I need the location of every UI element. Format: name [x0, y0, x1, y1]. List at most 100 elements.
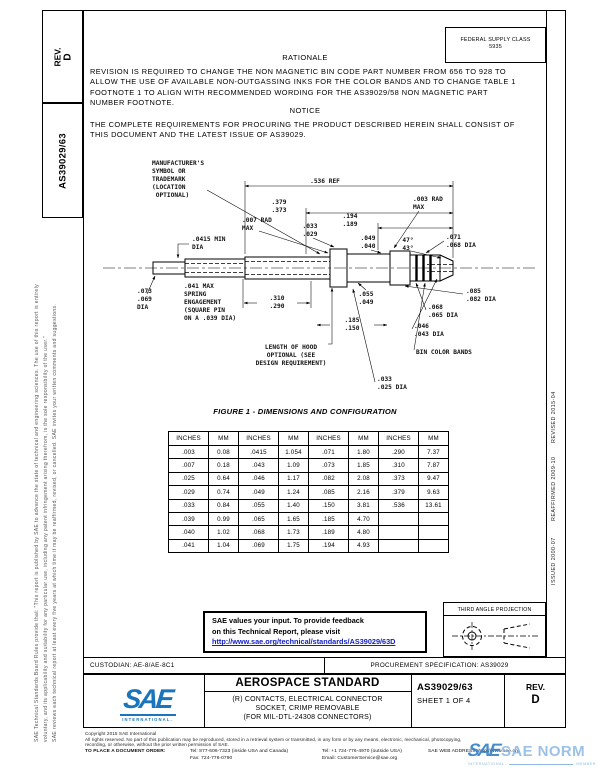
- dim-table-cell: 7.37: [418, 444, 449, 460]
- dim-table-cell: 0.99: [208, 511, 239, 527]
- watermark-sae-icon: SAE: [466, 740, 501, 760]
- dim-table-cell: 1.40: [278, 498, 309, 513]
- watermark-subtext-1: INTERNATIONAL.: [468, 762, 507, 766]
- dim-table-cell: 9.47: [418, 471, 449, 487]
- rev-tab-letter: D: [62, 52, 73, 61]
- email-address[interactable]: Email: CustomerService@sae.org: [322, 755, 398, 761]
- dim-table-cell: .069: [238, 538, 279, 554]
- dimension-label: .068.065 DIA: [428, 304, 458, 319]
- procurement-cell: PROCUREMENT SPECIFICATION: AS39029: [370, 662, 509, 669]
- sae-logo-wordmark: SAE: [121, 684, 174, 714]
- dimension-label: .310.290: [270, 295, 285, 310]
- sae-logo-bar: [119, 714, 176, 716]
- dim-table-cell: 0.74: [208, 485, 239, 500]
- feedback-link[interactable]: http://www.sae.org/technical/standards/A…: [212, 637, 396, 647]
- dim-table-cell: 1.09: [278, 458, 309, 473]
- third-angle-projection-label: THIRD ANGLE PROJECTION: [444, 603, 545, 616]
- watermark-subtext-2: MEMBER: [576, 762, 596, 766]
- dimension-label: .049.040: [361, 235, 376, 250]
- web-address[interactable]: SAE WEB ADDRESS: http://www.sae.org: [428, 749, 520, 754]
- dim-table-cell: .071: [308, 444, 349, 460]
- dim-table-cell: .055: [238, 498, 279, 513]
- dimension-label: .046.043 DIA: [414, 323, 444, 338]
- dim-table-cell: 1.73: [278, 525, 309, 540]
- dim-table-cell: [418, 525, 449, 540]
- dimension-label: .185.150: [345, 317, 360, 332]
- title-block-divider-1: [204, 675, 205, 727]
- dimension-label: .033.029: [303, 223, 318, 238]
- dim-table-cell: 2.08: [348, 471, 379, 487]
- dim-table-cell: .536: [378, 498, 419, 513]
- dim-table-cell: 7.87: [418, 458, 449, 473]
- notice-text: THE COMPLETE REQUIREMENTS FOR PROCURING …: [90, 120, 515, 140]
- dim-table-cell: 1.054: [278, 444, 309, 460]
- rationale-text: REVISION IS REQUIRED TO CHANGE THE NON M…: [90, 67, 516, 108]
- dim-table-cell: .025: [168, 471, 209, 487]
- standard-type: AEROSPACE STANDARD: [204, 675, 411, 692]
- dim-table-cell: .041: [168, 538, 209, 554]
- rev-tab-label: REV.: [52, 46, 62, 67]
- watermark-divider: [509, 763, 574, 765]
- dimension-label: .379.373: [272, 199, 287, 214]
- rev-tab: REV. D: [42, 10, 83, 103]
- title-block-divider-3: [504, 675, 505, 727]
- dim-table-cell: [418, 511, 449, 527]
- notice-heading: NOTICE: [289, 106, 321, 115]
- dim-table-header: MM: [208, 431, 239, 446]
- copyright-line1: Copyright 2015 SAE International: [85, 731, 157, 736]
- dim-table-cell: .046: [238, 471, 279, 487]
- dimension-label: .033.025 DIA: [377, 376, 407, 391]
- sae-norm-watermark: SAE SAE NORM INTERNATIONAL. MEMBER: [466, 740, 596, 766]
- dim-table-cell: .065: [238, 511, 279, 527]
- dim-table-cell: 13.61: [418, 498, 449, 513]
- dim-table-cell: .0415: [238, 444, 279, 460]
- title-block-divider-2: [411, 675, 412, 727]
- dim-table-cell: .194: [308, 538, 349, 554]
- dim-table-cell: 4.70: [348, 511, 379, 527]
- margin-disclaimer-1: SAE Technical Standards Board Rules prov…: [34, 284, 40, 742]
- dim-table-cell: .068: [238, 525, 279, 540]
- dim-table-header: MM: [348, 431, 379, 446]
- dim-table-cell: 1.85: [348, 458, 379, 473]
- dim-table-cell: 4.93: [348, 538, 379, 554]
- dimension-label: BIN COLOR BANDS: [416, 349, 472, 356]
- dim-table-cell: 1.04: [208, 538, 239, 554]
- dimension-label: .194.189: [343, 213, 358, 228]
- custodian-row: CUSTODIAN: AE-8/AE-8C1 PROCUREMENT SPECI…: [83, 657, 566, 674]
- margin-disclaimer-3: SAE reviews each technical report at lea…: [52, 303, 58, 742]
- dim-table-cell: .029: [168, 485, 209, 500]
- dim-table-cell: .310: [378, 458, 419, 473]
- right-column-divider: [546, 10, 547, 657]
- copyright-line3: recording, or otherwise, without the pri…: [85, 742, 230, 748]
- rev-cell-value: D: [531, 694, 540, 706]
- fsc-code: 5935: [489, 44, 502, 50]
- dim-table-cell: .373: [378, 471, 419, 487]
- dim-table-cell: .189: [308, 525, 349, 540]
- dim-table-cell: .073: [308, 458, 349, 473]
- feedback-box: SAE values your input. To provide feedba…: [203, 611, 427, 653]
- dimension-label: .085.082 DIA: [466, 288, 496, 303]
- tel-outside: Tel: +1 724-776-4970 (outside USA): [322, 749, 403, 754]
- document-number: AS39029/63: [417, 682, 473, 693]
- dim-table-cell: .007: [168, 458, 209, 473]
- feedback-line2: on this Technical Report, please visit: [212, 626, 340, 636]
- dim-table-cell: .003: [168, 444, 209, 460]
- fax-number: Fax: 724-776-0790: [190, 755, 233, 761]
- feedback-line1: SAE values your input. To provide feedba…: [212, 616, 364, 625]
- dim-table-cell: 0.84: [208, 498, 239, 513]
- dim-table-cell: .033: [168, 498, 209, 513]
- dim-table-cell: 1.80: [348, 444, 379, 460]
- dim-table-cell: [418, 538, 449, 554]
- dim-table-header: INCHES: [168, 431, 209, 446]
